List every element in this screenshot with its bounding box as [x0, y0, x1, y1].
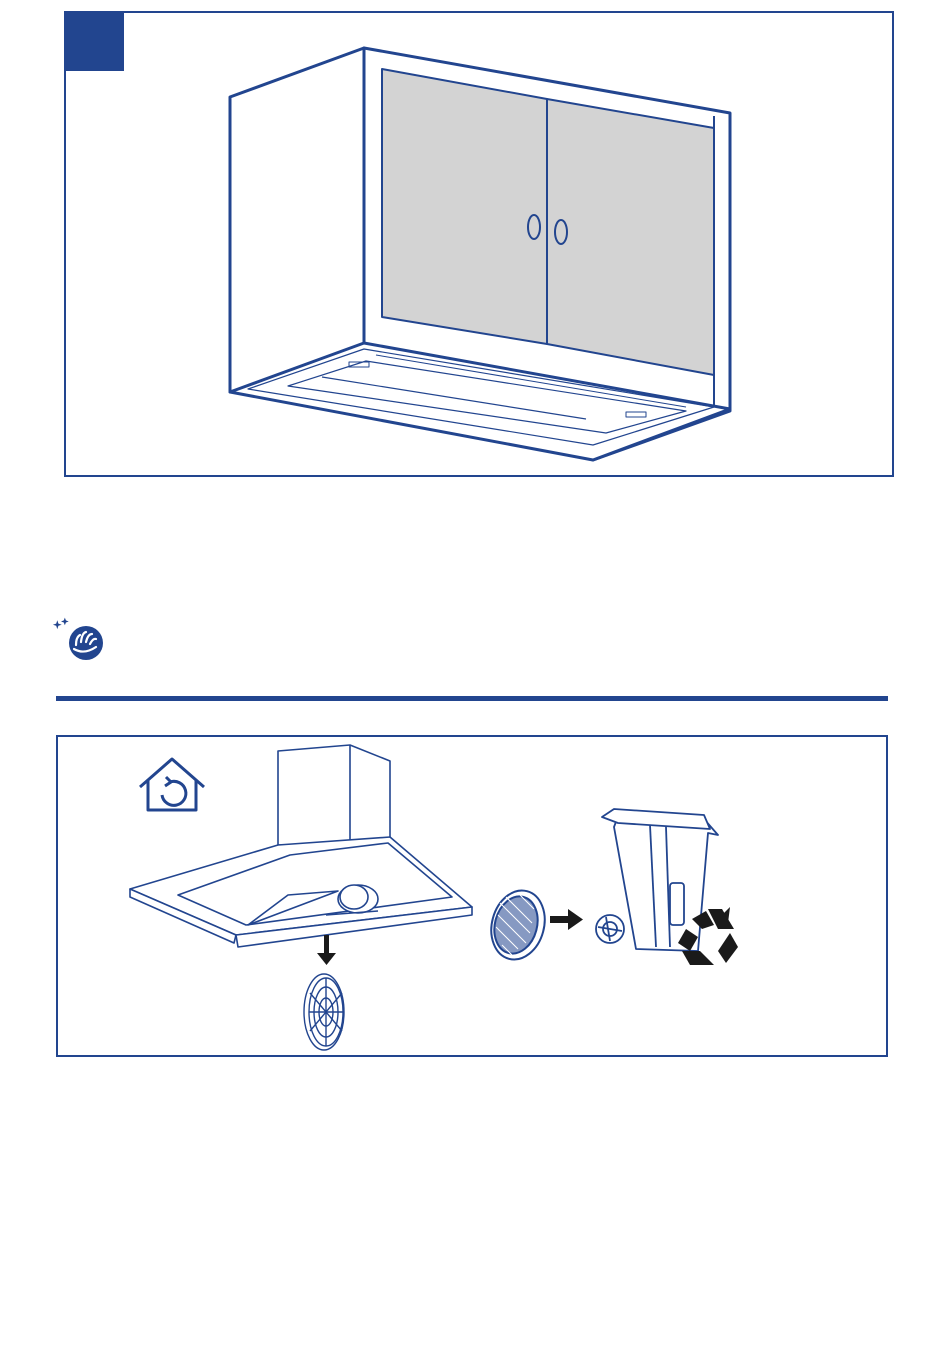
figure-cabinet-hood	[64, 11, 894, 477]
figure-filter-replacement	[56, 735, 888, 1057]
grease-filter	[304, 974, 344, 1050]
carbon-filter	[484, 884, 552, 965]
section-divider	[56, 696, 888, 701]
range-hood	[130, 745, 472, 947]
down-arrow-icon	[317, 935, 336, 965]
hood-chimney	[278, 745, 390, 845]
hand-wiping-sparkle-icon	[52, 613, 108, 665]
home-recirculation-icon	[140, 759, 204, 810]
wheelie-bin	[596, 809, 718, 951]
cabinet-door-left	[382, 69, 547, 344]
filter-illustration	[58, 737, 886, 1055]
cabinet-illustration	[66, 13, 892, 475]
right-arrow-icon	[550, 909, 583, 930]
cabinet-door-right	[547, 99, 714, 375]
cabinet-side-panel	[230, 48, 364, 392]
